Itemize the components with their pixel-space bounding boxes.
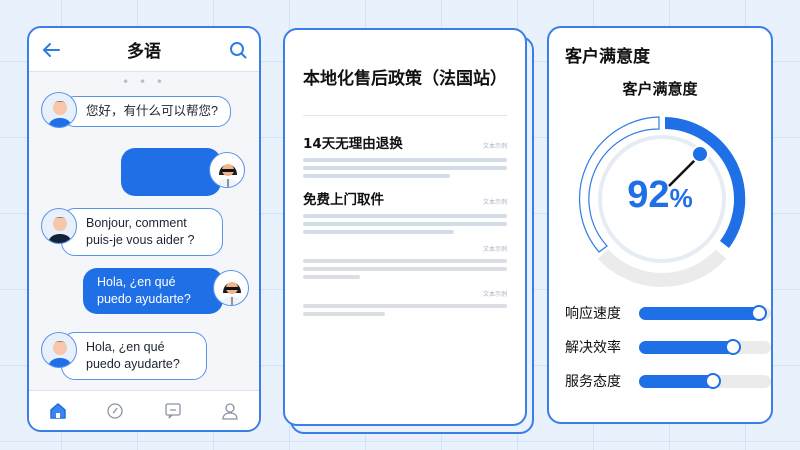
section-tag: 文本示例 [482,246,507,253]
customer-avatar [209,152,245,188]
home-icon[interactable] [49,402,67,420]
section-tag: 文本示例 [482,199,507,206]
section-title: 14天无理由退换 [303,136,403,152]
message-text: Hola, ¿en qué puedo ayudarte? [83,268,223,314]
document-section-heading: 14天无理由退换 文本示例 [303,132,507,152]
slider-knob[interactable] [725,338,742,355]
panel-title: 客户满意度 [565,47,650,67]
clock-icon[interactable] [106,402,124,420]
document-section-heading: 免费上门取件 文本示例 [303,188,507,208]
section-body [303,158,507,178]
bottom-nav [29,390,259,430]
slider-knob[interactable] [705,372,722,389]
message-text: 您好，有什么可以帮您? [61,96,231,127]
slider-knob[interactable] [751,304,768,321]
message-text: Bonjour, comment puis-je vous aider ? [61,208,223,256]
message-incoming: Hola, ¿en qué puedo ayudarte? [41,332,207,380]
agent-avatar [41,92,77,128]
policy-document[interactable]: 本地化售后政策（法国站） 14天无理由退换 文本示例 免费上门取件 文本示例 文… [283,28,527,426]
metric-service-attitude: 服务态度 [565,371,771,391]
section-body [303,214,507,234]
metric-response-speed: 响应速度 [565,303,771,323]
satisfaction-panel: 客户满意度 客户满意度 92% 响应速度 解决效率 服务态度 [547,26,773,424]
section-tag: 文本示例 [482,291,507,298]
metric-slider[interactable] [639,304,771,321]
metric-label: 响应速度 [565,306,621,322]
section-title: 免费上门取件 [303,192,384,208]
typing-indicator: • • • [122,75,166,89]
divider [303,115,507,116]
message-text [121,148,221,196]
agent-avatar [41,332,77,368]
chat-app-panel: 多语 • • • 您好，有什么可以帮您? Bonjour, comment pu… [27,26,261,432]
document-title: 本地化售后政策（法国站） [303,69,507,89]
satisfaction-value: 92% [627,174,693,216]
satisfaction-gauge [578,116,746,287]
chat-header: 多语 [29,28,259,72]
agent-avatar [41,208,77,244]
metric-label: 服务态度 [565,374,621,390]
gauge-title: 客户满意度 [622,80,698,98]
user-icon[interactable] [221,402,239,420]
chat-icon[interactable] [164,402,182,420]
message-outgoing: Hola, ¿en qué puedo ayudarte? [83,268,249,314]
section-tag: 文本示例 [482,143,507,150]
search-icon[interactable] [229,41,247,59]
chat-title: 多语 [127,42,161,62]
message-incoming: Bonjour, comment puis-je vous aider ? [41,208,223,256]
section-body [303,304,507,316]
message-text: Hola, ¿en qué puedo ayudarte? [61,332,207,380]
message-incoming: 您好，有什么可以帮您? [41,92,231,128]
arrow-left-icon[interactable] [41,42,61,58]
metric-slider[interactable] [639,372,771,389]
message-outgoing [121,148,245,196]
metric-slider[interactable] [639,338,771,355]
section-body [303,259,507,279]
metric-label: 解决效率 [565,340,621,356]
customer-avatar [213,270,249,306]
metric-resolution-efficiency: 解决效率 [565,337,771,357]
